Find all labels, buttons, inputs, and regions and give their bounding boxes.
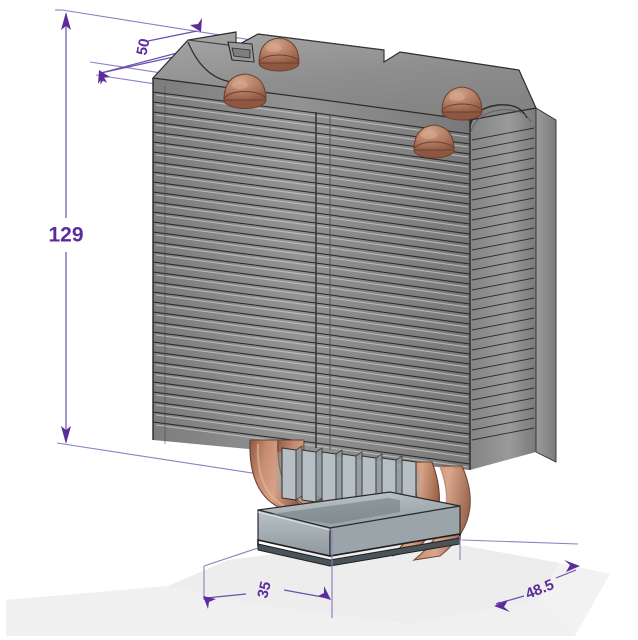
heat-pipe-cap-3 xyxy=(441,86,483,121)
arrow-head-upper xyxy=(564,560,580,572)
heat-pipe-cap-2 xyxy=(223,73,267,109)
arrow-head-top xyxy=(61,12,71,30)
dimension-label-50: 50 xyxy=(133,37,153,57)
fin-stack xyxy=(152,78,471,470)
dimension-129[interactable]: 129 xyxy=(48,12,331,486)
heat-pipe-caps xyxy=(223,37,483,159)
arrow-head-left xyxy=(203,596,216,609)
dimension-label-129: 129 xyxy=(48,224,83,247)
dimension-label-35: 35 xyxy=(254,580,275,600)
heatsink-assembly[interactable] xyxy=(151,31,557,567)
top-plate xyxy=(151,31,537,135)
mount-clip-bracket xyxy=(227,41,255,63)
right-side-plate xyxy=(535,107,557,463)
heat-pipe-cap-1 xyxy=(258,37,300,72)
ground-shadow-plane xyxy=(6,538,610,636)
heat-pipe-cap-4 xyxy=(413,124,455,159)
arrow-head-left xyxy=(98,70,110,84)
arrow-head-right xyxy=(190,18,202,32)
rear-fin-column xyxy=(470,108,536,470)
arrow-head-right xyxy=(318,586,331,600)
arrow-head-bottom xyxy=(61,426,71,444)
base-block xyxy=(257,491,461,567)
arrow-head-lower xyxy=(494,600,510,612)
